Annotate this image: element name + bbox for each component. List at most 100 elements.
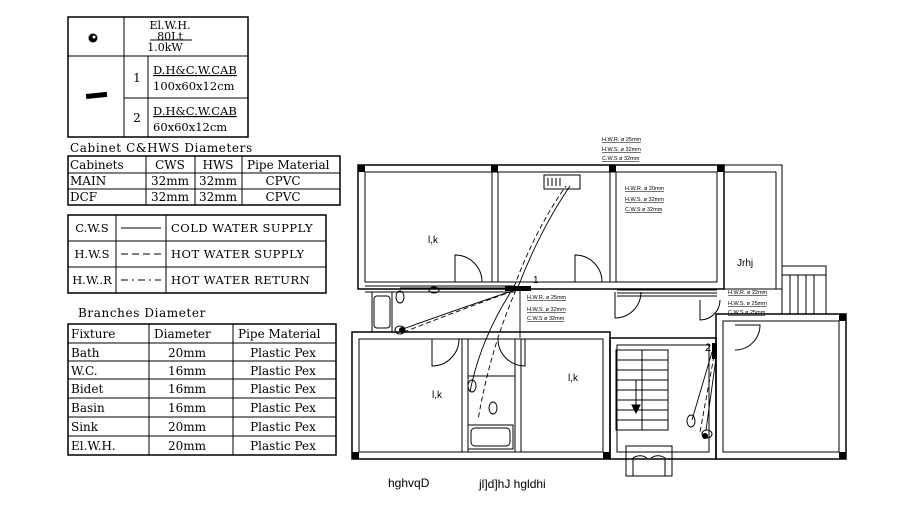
- branches-table-header: Fixture Diameter Pipe Material: [71, 327, 321, 341]
- pipe-note-line: C.W.S ø 32mm: [602, 156, 640, 162]
- line-legend-label: HOT WATER SUPPLY: [171, 247, 305, 261]
- cabinet-table-cell: 32mm: [199, 190, 238, 204]
- branches-table-cell: Sink: [71, 420, 99, 434]
- line-legend-code: H.W.S: [74, 247, 109, 261]
- branches-table-row: Basin 16mm Plastic Pex: [71, 401, 316, 415]
- cabinet-table-header-cell: Cabinets: [70, 158, 124, 172]
- branches-table-row: Sink 20mm Plastic Pex: [71, 420, 316, 434]
- branches-table-row: Bath 20mm Plastic Pex: [71, 346, 316, 360]
- cabinet-table-cell: CPVC: [265, 174, 300, 188]
- cabinet-table-header: Cabinets CWS HWS Pipe Material: [70, 158, 330, 172]
- pipe-note-line: H.W.S. ø 32mm: [602, 147, 641, 153]
- entrance: [625, 445, 673, 477]
- line-legend-code: H.W..R: [72, 273, 112, 287]
- room-label: Jrhj: [737, 258, 753, 269]
- line-legend-code: C.W.S: [75, 221, 109, 235]
- branches-table-cell: Plastic Pex: [250, 401, 316, 415]
- pipe-runs: [399, 185, 717, 433]
- branches-table-cell: Bath: [71, 346, 100, 360]
- branches-table-header-cell: Fixture: [71, 327, 115, 341]
- branches-table-cell: Basin: [71, 401, 105, 415]
- cabinet-table-row: MAIN 32mm 32mm CPVC: [70, 174, 301, 188]
- cabinet-2-name: D.H&C.W.CAB: [153, 104, 237, 118]
- doors: [431, 254, 761, 367]
- branches-table-cell: Plastic Pex: [250, 420, 316, 434]
- branches-table-row: Bidet 16mm Plastic Pex: [71, 382, 316, 396]
- cabinet-2-size: 60x60x12cm: [153, 120, 227, 134]
- columns: [352, 165, 846, 459]
- pipe-note-line: H.W.S. ø 32mm: [625, 197, 664, 203]
- heater-symbol-label: El.W.H.: [149, 19, 190, 32]
- branches-table-cell: 20mm: [168, 420, 207, 434]
- pipe-note-line: H.W.S. ø 25mm: [728, 301, 767, 307]
- cabinet-table-title: Cabinet C&HWS Diameters: [70, 141, 253, 155]
- pipe-note-top: H.W.R. ø 25mm H.W.S. ø 32mm C.W.S ø 32mm: [602, 137, 642, 162]
- cabinet-table-cell: 32mm: [199, 174, 238, 188]
- branches-table-cell: 16mm: [168, 401, 207, 415]
- cabinet-1-size: 100x60x12cm: [153, 79, 235, 93]
- branches-table-row: W.C. 16mm Plastic Pex: [71, 364, 316, 378]
- branches-table-cell: Plastic Pex: [250, 346, 316, 360]
- balcony: [781, 265, 827, 315]
- pipe-note-line: H.W.R. ø 20mm: [625, 186, 665, 192]
- branches-table-header-cell: Diameter: [154, 327, 211, 341]
- cabinet-2-num: 2: [133, 111, 141, 125]
- room-label: l,k: [428, 235, 439, 246]
- pipe-note-right: H.W.R. ø 20mm H.W.S. ø 32mm C.W.S ø 32mm: [625, 186, 665, 213]
- branches-table-cell: Plastic Pex: [250, 364, 316, 378]
- branches-table-grid: [67, 323, 337, 456]
- line-legend-label: COLD WATER SUPPLY: [171, 221, 313, 235]
- cabinet-1-name: D.H&C.W.CAB: [153, 63, 237, 77]
- room-label: l,k: [432, 390, 443, 401]
- pipe-note-line: H.W.R. ø 25mm: [602, 137, 642, 143]
- cabinet-1-num: 1: [133, 71, 141, 85]
- cabinet-table-header-cell: CWS: [155, 158, 185, 172]
- pipe-note-line: H.W.S. ø 32mm: [527, 307, 566, 313]
- line-legend-grid: [67, 214, 327, 294]
- pipe-note-east: H.W.R. ø 22mm H.W.S. ø 25mm C.W.S ø 25mm: [728, 290, 768, 316]
- fixtures: [371, 174, 713, 450]
- cabinet-2-marker: [712, 343, 717, 359]
- branches-table-cell: 16mm: [168, 382, 207, 396]
- cabinet-table-cell: MAIN: [70, 174, 106, 188]
- cabinet-1-marker: [505, 286, 531, 291]
- cabinet-tag: 1: [533, 275, 539, 286]
- branches-table-cell: Plastic Pex: [250, 439, 316, 453]
- plan-caption: hghvqD: [388, 476, 430, 490]
- branches-table-cell: Bidet: [71, 382, 103, 396]
- cabinet-icon: [85, 91, 108, 100]
- cabinet-tag: 2: [705, 342, 711, 354]
- branches-table-cell: W.C.: [71, 364, 98, 378]
- cabinet-table-grid: [67, 155, 341, 206]
- branches-table-cell: 16mm: [168, 364, 207, 378]
- cabinet-table-cell: DCF: [70, 190, 97, 204]
- cabinet-table-row: DCF 32mm 32mm CPVC: [70, 190, 301, 204]
- branches-table-cell: 20mm: [168, 346, 207, 360]
- line-legend-label: HOT WATER RETURN: [171, 273, 310, 287]
- pipe-note-mid: H.W.R. ø 25mm H.W.S. ø 32mm C.W.S ø 32mm: [527, 295, 567, 322]
- staircase: [615, 349, 669, 431]
- plan-caption: jl]d]hJ hgldhi: [478, 477, 546, 491]
- heater-icon: [88, 33, 98, 43]
- cabinet-table-cell: CPVC: [265, 190, 300, 204]
- pipe-note-line: H.W.R. ø 25mm: [527, 295, 567, 301]
- pipe-note-line: C.W.S ø 25mm: [728, 310, 766, 316]
- cabinet-table-cell: 32mm: [151, 174, 190, 188]
- symbol-legend: [67, 16, 249, 138]
- cabinet-table-header-cell: Pipe Material: [247, 158, 330, 172]
- cabinet-table-header-cell: HWS: [202, 158, 233, 172]
- pipe-note-line: H.W.R. ø 22mm: [728, 290, 768, 296]
- heater-power: 1.0kW: [147, 41, 183, 54]
- heater-volume: 80Lt: [157, 30, 183, 43]
- branches-table-header-cell: Pipe Material: [238, 327, 321, 341]
- branches-table-cell: El.W.H.: [71, 439, 116, 453]
- room-label: l,k: [568, 373, 579, 384]
- branches-table-cell: 20mm: [168, 439, 207, 453]
- floor-plan: 1 2 H.W.R. ø 25mm H.W.S. ø 32mm C.W.S ø …: [351, 137, 847, 477]
- pipe-note-line: C.W.S ø 32mm: [527, 316, 565, 322]
- branches-table-cell: Plastic Pex: [250, 382, 316, 396]
- branches-table-row: El.W.H. 20mm Plastic Pex: [71, 439, 316, 453]
- cabinet-table-cell: 32mm: [151, 190, 190, 204]
- outer-walls: [351, 164, 847, 460]
